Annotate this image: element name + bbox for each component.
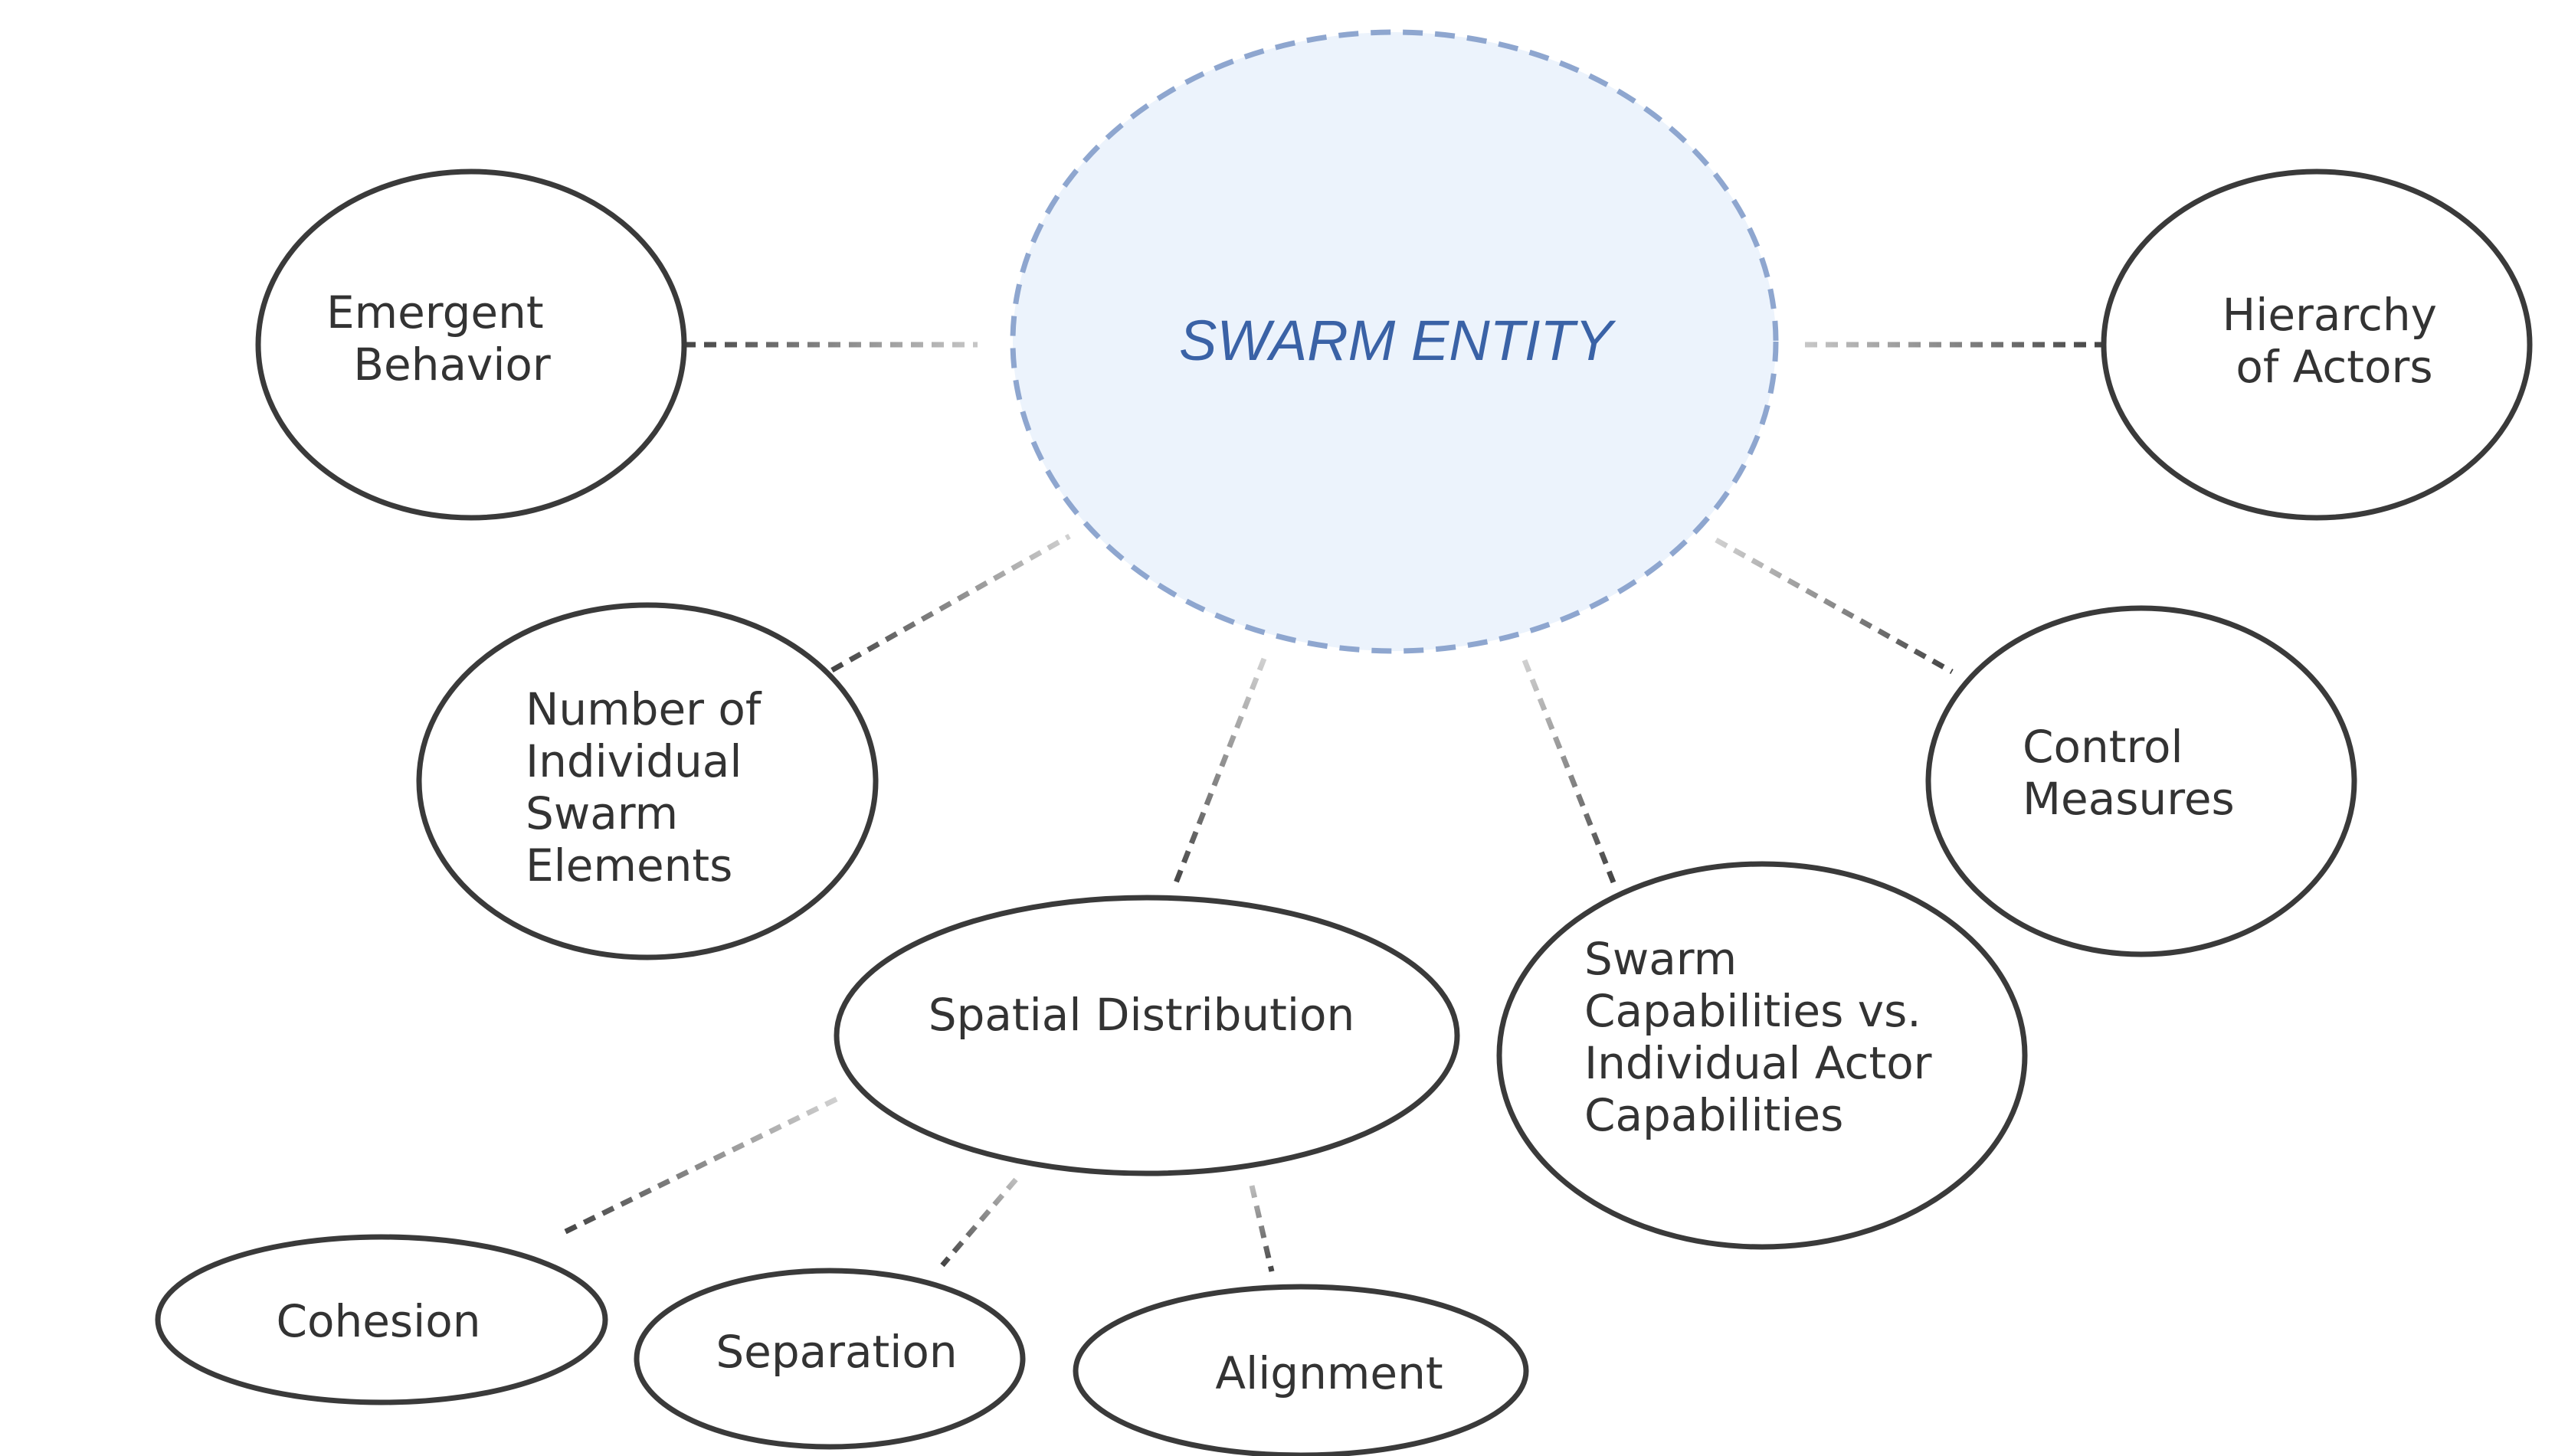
node-control-measures-shape <box>1925 605 2357 957</box>
node-alignment-shape <box>1073 1284 1529 1456</box>
central-node-shape <box>1010 29 1779 654</box>
connector-alignment <box>1249 1185 1275 1272</box>
node-hierarchy-of-actors-shape <box>2101 169 2533 521</box>
node-number-of-elements-shape <box>416 602 879 960</box>
node-emergent-behavior-label: Emergent Behavior <box>326 286 558 391</box>
node-separation-shape <box>634 1268 1026 1450</box>
connector-cohesion <box>558 1096 838 1238</box>
outer-nodes <box>155 169 2533 1456</box>
node-control-measures-label: Control Measures <box>2023 721 2235 825</box>
connector-spatial-distribution <box>1171 657 1267 890</box>
node-swarm-capabilities-shape <box>1496 861 2028 1250</box>
node-number-of-elements-label: Number of Individual Swarm Elements <box>526 683 775 892</box>
node-emergent-behavior-shape <box>255 169 687 521</box>
central-node-label: SWARM ENTITY <box>1179 309 1616 372</box>
connectors <box>558 342 2102 1272</box>
connector-separation <box>940 1177 1018 1268</box>
connector-swarm-capabilities <box>1521 659 1616 884</box>
connector-number-of-elements <box>830 533 1071 673</box>
node-cohesion-shape <box>155 1234 608 1405</box>
node-swarm-capabilities-label: Swarm Capabilities vs. Individual Actor … <box>1584 933 1946 1141</box>
connector-control-measures <box>1715 537 1954 675</box>
node-alignment-label: Alignment <box>1215 1347 1443 1399</box>
node-hierarchy-of-actors-label: Hierarchy of Actors <box>2222 289 2452 393</box>
node-separation-label: Separation <box>716 1326 957 1378</box>
node-spatial-distribution-label: Spatial Distribution <box>929 989 1355 1041</box>
central-node: SWARM ENTITY <box>1010 29 1779 654</box>
node-cohesion-label: Cohesion <box>276 1295 480 1347</box>
node-spatial-distribution-shape <box>834 895 1460 1176</box>
